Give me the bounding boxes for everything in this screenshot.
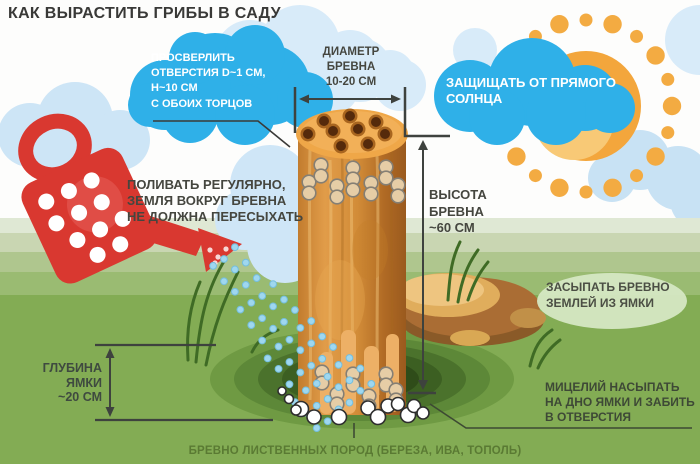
watering-text: ПОЛИВАТЬ РЕГУЛЯРНО, ЗЕМЛЯ ВОКРУГ БРЕВНА … [127,177,304,224]
log-illustration [296,108,408,415]
bury-label-ellipse [537,273,687,329]
mycelium-plugs [301,157,406,414]
drill-callout-cloud [128,25,333,145]
drill-callout-line [153,120,291,148]
drill-line-3: H~10 СМ [151,82,198,95]
measurement-lines [95,87,450,422]
drill-line-4: С ОБОИХ ТОРЦОВ [151,97,253,110]
page-title: КАК ВЫРАСТИТЬ ГРИБЫ В САДУ [8,5,281,22]
watering-can-dots [38,172,131,263]
drill-line-2: ОТВЕРСТИЯ D~1 СМ, [151,67,266,80]
watering-can-body [21,147,158,284]
diameter-label: ДИАМЕТР БРЕВНА 10-20 СМ [322,46,380,88]
log-top-holes-inner [303,111,390,151]
depth-label: ГЛУБИНА ЯМКИ ~20 СМ [42,361,102,404]
sun-protect-cloud [434,38,635,145]
footer-caption: БРЕВНО ЛИСТВЕННЫХ ПОРОД (БЕРЕЗА, ИВА, ТО… [188,445,522,457]
mycelium-callout-line [429,403,692,429]
water-droplets [209,243,376,432]
mycelium-balls [277,386,430,426]
drill-line-1: ПРОСВЕРЛИТЬ [151,52,235,64]
height-label: ВЫСОТА БРЕВНА ~60 СМ [429,187,487,235]
mycelium-text: МИЦЕЛИЙ НАСЫПАТЬ НА ДНО ЯМКИ И ЗАБИТЬ В … [545,380,695,424]
drill-callout-text: ПРОСВЕРЛИТЬ ОТВЕРСТИЯ D~1 СМ, H~10 СМ С … [151,51,265,112]
cloud-right-of-sun [588,130,700,230]
bury-text: ЗАСЫПАТЬ БРЕВНО ЗЕМЛЕЙ ИЗ ЯМКИ [546,280,670,310]
watering-can-icon [18,113,242,284]
sun-protect-text: ЗАЩИЩАТЬ ОТ ПРЯМОГО СОЛНЦА [446,75,616,106]
